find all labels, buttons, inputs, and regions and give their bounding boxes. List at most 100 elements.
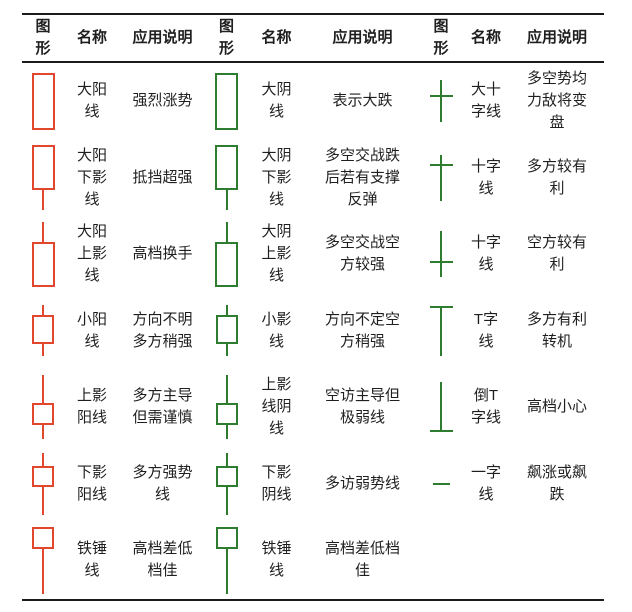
big-yin-lower-shadow-candle-icon: [215, 145, 238, 211]
pattern-usage: 多空交战空方较强: [324, 234, 400, 274]
figure-cell: [420, 369, 462, 446]
doji-cross-low-icon: [429, 231, 453, 278]
small-yang-candle-icon: [32, 305, 54, 357]
pattern-name: 铁锤线: [76, 540, 107, 580]
doji-cross-high-icon: [429, 154, 453, 201]
pattern-name: 铁锤线: [261, 540, 292, 580]
figure-cell: [22, 369, 64, 446]
pattern-name: 大阳上影线: [76, 223, 107, 285]
big-yang-candle-icon: [31, 72, 55, 130]
figure-cell: [205, 522, 248, 599]
pattern-usage: 空访主导但极弱线: [324, 387, 400, 427]
pattern-name: 倒T字线: [470, 387, 501, 427]
pattern-name: 小影线: [261, 310, 292, 350]
pattern-name: 大阳线: [76, 81, 107, 121]
lower-shadow-yin-candle-icon: [215, 452, 238, 515]
header-usage: 应用说明: [510, 15, 604, 63]
pattern-usage: 高档差低档佳: [132, 540, 193, 580]
header-figure-label: 图形: [35, 18, 51, 57]
header-usage: 应用说明: [305, 15, 420, 63]
figure-cell: [22, 216, 64, 293]
figure-cell: [205, 140, 248, 217]
header-name-label: 名称: [76, 29, 107, 46]
pattern-name: 十字线: [470, 234, 501, 274]
figure-cell: [22, 63, 64, 140]
pattern-name: 小阳线: [76, 310, 107, 350]
pattern-usage: 飙涨或飙跌: [526, 463, 587, 503]
pattern-name: 十字线: [470, 157, 501, 197]
pattern-usage: 方向不定空方稍强: [324, 310, 400, 350]
figure-cell: [420, 63, 462, 140]
figure-cell: [205, 446, 248, 523]
pattern-name: [462, 522, 510, 599]
header-name: 名称: [462, 15, 510, 63]
pattern-name: 大十字线: [470, 81, 501, 121]
pattern-name: 大阳下影线: [76, 146, 107, 208]
header-figure-label: 图形: [433, 18, 449, 57]
header-figure: 图形: [22, 15, 64, 63]
pattern-usage: 表示大跌: [332, 92, 393, 110]
big-yang-upper-shadow-candle-icon: [31, 221, 55, 287]
pattern-name: 下影阴线: [261, 463, 292, 503]
pattern-usage: 多空势均力敌将变盘: [526, 70, 587, 132]
lower-shadow-yang-candle-icon: [32, 452, 54, 515]
header-usage-label: 应用说明: [526, 29, 587, 46]
header-name: 名称: [248, 15, 305, 63]
inverted-t-line-icon: [429, 382, 453, 433]
pattern-name: 大阴下影线: [261, 146, 292, 208]
pattern-usage: 多方较有利: [526, 157, 587, 197]
pattern-usage: [510, 522, 604, 599]
pattern-usage: 高档小心: [526, 398, 587, 416]
figure-cell: [22, 293, 64, 370]
pattern-usage: 高档换手: [132, 245, 193, 263]
pattern-usage: 多空交战跌后若有支撑反弹: [324, 146, 400, 208]
figure-cell: [420, 446, 462, 523]
pattern-name: 下影阳线: [76, 463, 107, 503]
big-doji-cross-icon: [429, 80, 453, 123]
upper-shadow-yin-candle-icon: [215, 375, 238, 440]
figure-cell: [22, 446, 64, 523]
hammer-candle-icon: [215, 526, 238, 594]
one-line-dash-icon: [432, 482, 450, 485]
t-line-icon: [429, 305, 453, 356]
header-figure: 图形: [420, 15, 462, 63]
header-name: 名称: [64, 15, 120, 63]
pattern-usage: 方向不明多方稍强: [132, 310, 193, 350]
figure-cell: [420, 140, 462, 217]
pattern-usage: 空方较有利: [526, 234, 587, 274]
big-yin-candle-icon: [215, 72, 238, 130]
header-usage-label: 应用说明: [332, 29, 393, 46]
figure-cell: [205, 63, 248, 140]
patterns-table: 图形 名称 应用说明 图形 名称 应用说明 图形 名称 应用说明 大阳线 强烈涨…: [22, 13, 604, 601]
figure-cell: [205, 216, 248, 293]
pattern-usage: 强烈涨势: [132, 92, 193, 110]
pattern-usage: 多方强势线: [132, 463, 193, 503]
upper-shadow-yang-candle-icon: [32, 375, 54, 440]
header-figure-label: 图形: [218, 18, 234, 57]
small-shadow-candle-icon: [215, 305, 238, 357]
figure-cell: [420, 216, 462, 293]
pattern-usage: 多访弱势线: [324, 474, 400, 492]
figure-cell: [205, 293, 248, 370]
pattern-name: 一字线: [470, 463, 501, 503]
figure-cell: [420, 293, 462, 370]
pattern-name: T字线: [473, 310, 499, 350]
pattern-usage: 高档差低档佳: [324, 540, 400, 580]
pattern-name: 大阴线: [261, 81, 292, 121]
pattern-usage: 抵挡超强: [132, 168, 193, 186]
big-yang-lower-shadow-candle-icon: [31, 145, 55, 211]
pattern-usage: 多方主导但需谨慎: [132, 387, 193, 427]
figure-cell: [22, 522, 64, 599]
figure-cell: [22, 140, 64, 217]
header-figure: 图形: [205, 15, 248, 63]
hammer-candle-icon: [32, 526, 54, 594]
header-usage: 应用说明: [120, 15, 205, 63]
figure-cell-empty: [420, 522, 462, 599]
header-usage-label: 应用说明: [132, 29, 193, 46]
figure-cell: [205, 369, 248, 446]
header-name-label: 名称: [261, 29, 292, 46]
header-name-label: 名称: [470, 29, 501, 46]
pattern-name: 上影阳线: [76, 387, 107, 427]
pattern-name: 大阴上影线: [261, 223, 292, 285]
